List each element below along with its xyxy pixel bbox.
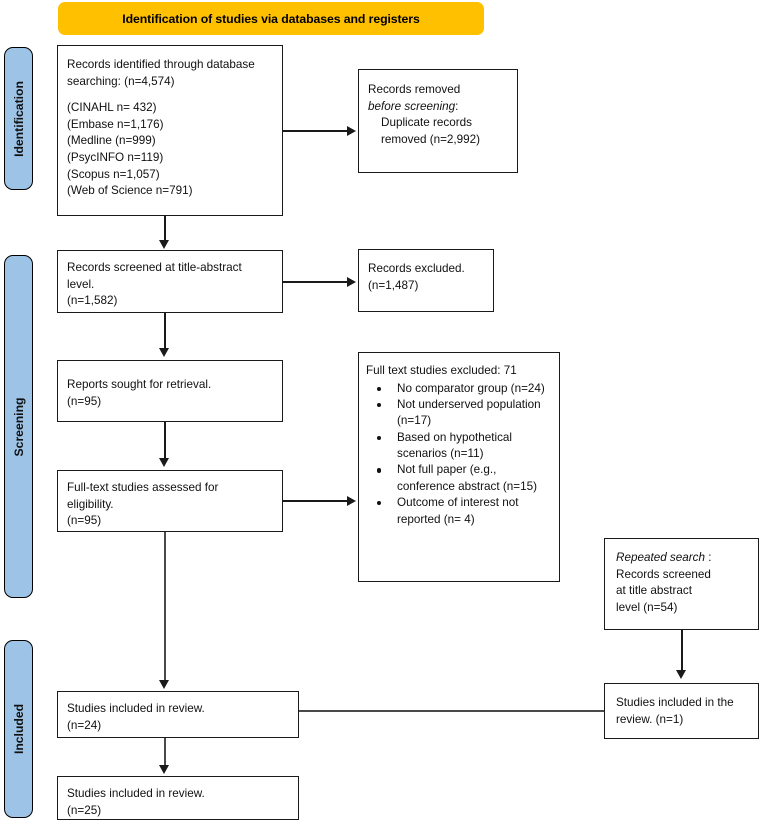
connector-included-main-to-total <box>164 738 166 767</box>
fulltext-excluded-heading: Full text studies excluded: 71 <box>366 364 517 377</box>
repeated-search-line4: level (n=54) <box>616 600 678 614</box>
repeated-search-line1-tail: : <box>705 551 712 564</box>
records-identified-source-2: (Medline (n=999) <box>67 134 156 148</box>
node-reports-sought: Reports sought for retrieval. (n=95) <box>57 360 283 422</box>
node-records-identified: Records identified through database sear… <box>57 45 283 216</box>
arrowhead-screened-to-reports <box>159 348 170 357</box>
included-total-line2: (n=25) <box>67 803 102 817</box>
arrowhead-identified-to-screened <box>159 240 170 249</box>
node-repeated-search: Repeated search : Records screened at ti… <box>604 538 759 630</box>
records-identified-source-4: (Scopus n=1,057) <box>67 167 160 181</box>
included-repeat-line1: Studies included in the <box>616 696 734 709</box>
section-banner-identification: Identification of studies via databases … <box>58 2 484 35</box>
node-records-removed: Records removed before screening: Duplic… <box>358 69 518 173</box>
stage-tab-identification-label: Identification <box>11 80 26 157</box>
node-fulltext-excluded: Full text studies excluded: 71 No compar… <box>358 352 560 582</box>
arrowhead-identified-to-removed <box>347 125 356 136</box>
connector-identified-to-removed <box>283 130 347 132</box>
fulltext-assessed-line1: Full-text studies assessed for <box>67 481 219 494</box>
connector-included-repeat-to-main <box>299 710 604 712</box>
included-repeat-line2: review. (n=1) <box>616 712 684 726</box>
included-total-line1: Studies included in review. <box>67 787 205 800</box>
stage-tab-included: Included <box>4 640 33 818</box>
connector-assessed-to-excluded <box>283 500 347 502</box>
records-screened-line3: (n=1,582) <box>67 294 118 308</box>
banner-label: Identification of studies via databases … <box>122 11 420 26</box>
repeated-search-line1-italic: Repeated search <box>616 551 706 564</box>
records-removed-line2-italic: before screening <box>368 99 456 113</box>
records-identified-source-3: (PsycINFO n=119) <box>67 151 164 165</box>
repeated-search-line3: at title abstract <box>616 584 693 598</box>
node-included-total: Studies included in review. (n=25) <box>57 776 299 820</box>
records-identified-source-0: (CINAHL n= 432) <box>67 101 157 115</box>
repeated-search-line1: Repeated search : <box>616 550 750 567</box>
arrowhead-assessed-to-included-main <box>159 680 170 689</box>
node-included-repeat: Studies included in the review. (n=1) <box>604 683 759 739</box>
node-records-excluded: Records excluded. (n=1,487) <box>358 249 494 312</box>
node-records-screened: Records screened at title-abstract level… <box>57 250 283 313</box>
list-item: Not underserved population (n=17) <box>366 397 553 430</box>
list-item: Outcome of interest not reported (n= 4) <box>366 495 553 528</box>
records-removed-line1: Records removed <box>368 83 461 96</box>
records-excluded-line1: Records excluded. <box>368 262 465 275</box>
records-removed-line2-tail: : <box>455 99 459 113</box>
repeated-search-line2: Records screened <box>616 567 711 581</box>
connector-repeated-to-included-repeat <box>681 630 683 672</box>
reports-sought-line2: (n=95) <box>67 394 102 408</box>
arrowhead-reports-to-assessed <box>159 458 170 467</box>
fulltext-excluded-reason-list: No comparator group (n=24) Not underserv… <box>366 381 553 528</box>
included-main-line1: Studies included in review. <box>67 702 205 715</box>
node-included-main: Studies included in review. (n=24) <box>57 691 299 738</box>
node-fulltext-assessed: Full-text studies assessed for eligibili… <box>57 470 283 532</box>
list-item: Based on hypothetical scenarios (n=11) <box>366 430 553 463</box>
connector-assessed-to-included-main <box>164 532 166 682</box>
connector-screened-to-reports <box>164 313 166 350</box>
list-item: Not full paper (e.g., conference abstrac… <box>366 462 553 495</box>
records-identified-line2: searching: (n=4,574) <box>67 74 175 88</box>
records-removed-line3: Duplicate records <box>368 116 472 130</box>
arrowhead-repeated-to-included-repeat <box>676 670 687 679</box>
stage-tab-included-label: Included <box>11 703 26 755</box>
arrowhead-screened-to-excluded <box>347 276 356 287</box>
stage-tab-screening-label: Screening <box>11 397 26 456</box>
records-screened-line2: level. <box>67 277 95 291</box>
records-identified-line1: Records identified through database <box>67 58 255 71</box>
reports-sought-line1: Reports sought for retrieval. <box>67 378 212 391</box>
arrowhead-assessed-to-excluded <box>347 495 356 506</box>
records-removed-line4: removed (n=2,992) <box>368 132 481 146</box>
stage-tab-identification: Identification <box>4 47 33 190</box>
included-main-line2: (n=24) <box>67 718 102 732</box>
arrowhead-included-main-to-total <box>159 765 170 774</box>
connector-reports-to-assessed <box>164 422 166 460</box>
records-identified-source-5: (Web of Science n=791) <box>67 184 193 198</box>
records-excluded-line2: (n=1,487) <box>368 278 419 292</box>
records-identified-source-1: (Embase n=1,176) <box>67 117 164 131</box>
records-removed-line2: before screening: <box>368 99 509 116</box>
stage-tab-screening: Screening <box>4 255 33 598</box>
fulltext-assessed-line2: eligibility. <box>67 497 114 511</box>
connector-screened-to-excluded <box>283 281 347 283</box>
records-screened-line1: Records screened at title-abstract <box>67 261 242 274</box>
fulltext-assessed-line3: (n=95) <box>67 514 102 528</box>
list-item: No comparator group (n=24) <box>366 381 553 397</box>
connector-identified-to-screened <box>164 216 166 243</box>
